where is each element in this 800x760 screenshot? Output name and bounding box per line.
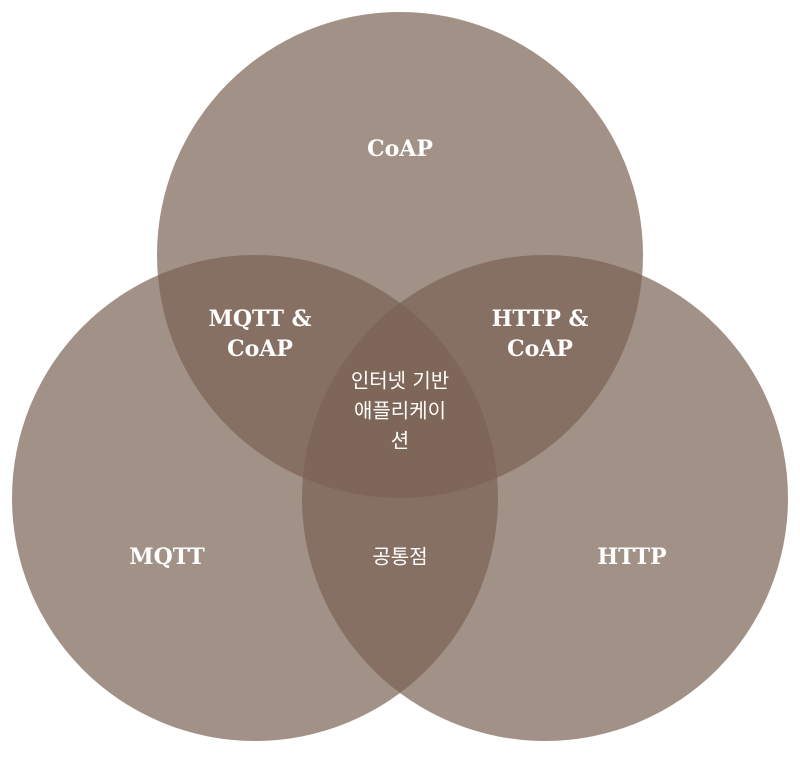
label-center-line2: 애플리케이 (354, 399, 446, 423)
label-mqtt-coap-line1: MQTT & (209, 306, 312, 332)
label-coap: CoAP (367, 136, 433, 162)
label-http-coap-line1: HTTP & (492, 306, 589, 332)
label-common: 공통점 (372, 545, 427, 569)
label-mqtt: MQTT (129, 544, 205, 570)
label-http: HTTP (597, 544, 666, 570)
label-center-line3: 션 (391, 429, 409, 453)
circle-http (302, 255, 788, 741)
label-http-coap-line2: CoAP (507, 336, 573, 362)
label-center-line1: 인터넷 기반 (351, 369, 449, 393)
label-mqtt-coap-line2: CoAP (227, 336, 293, 362)
